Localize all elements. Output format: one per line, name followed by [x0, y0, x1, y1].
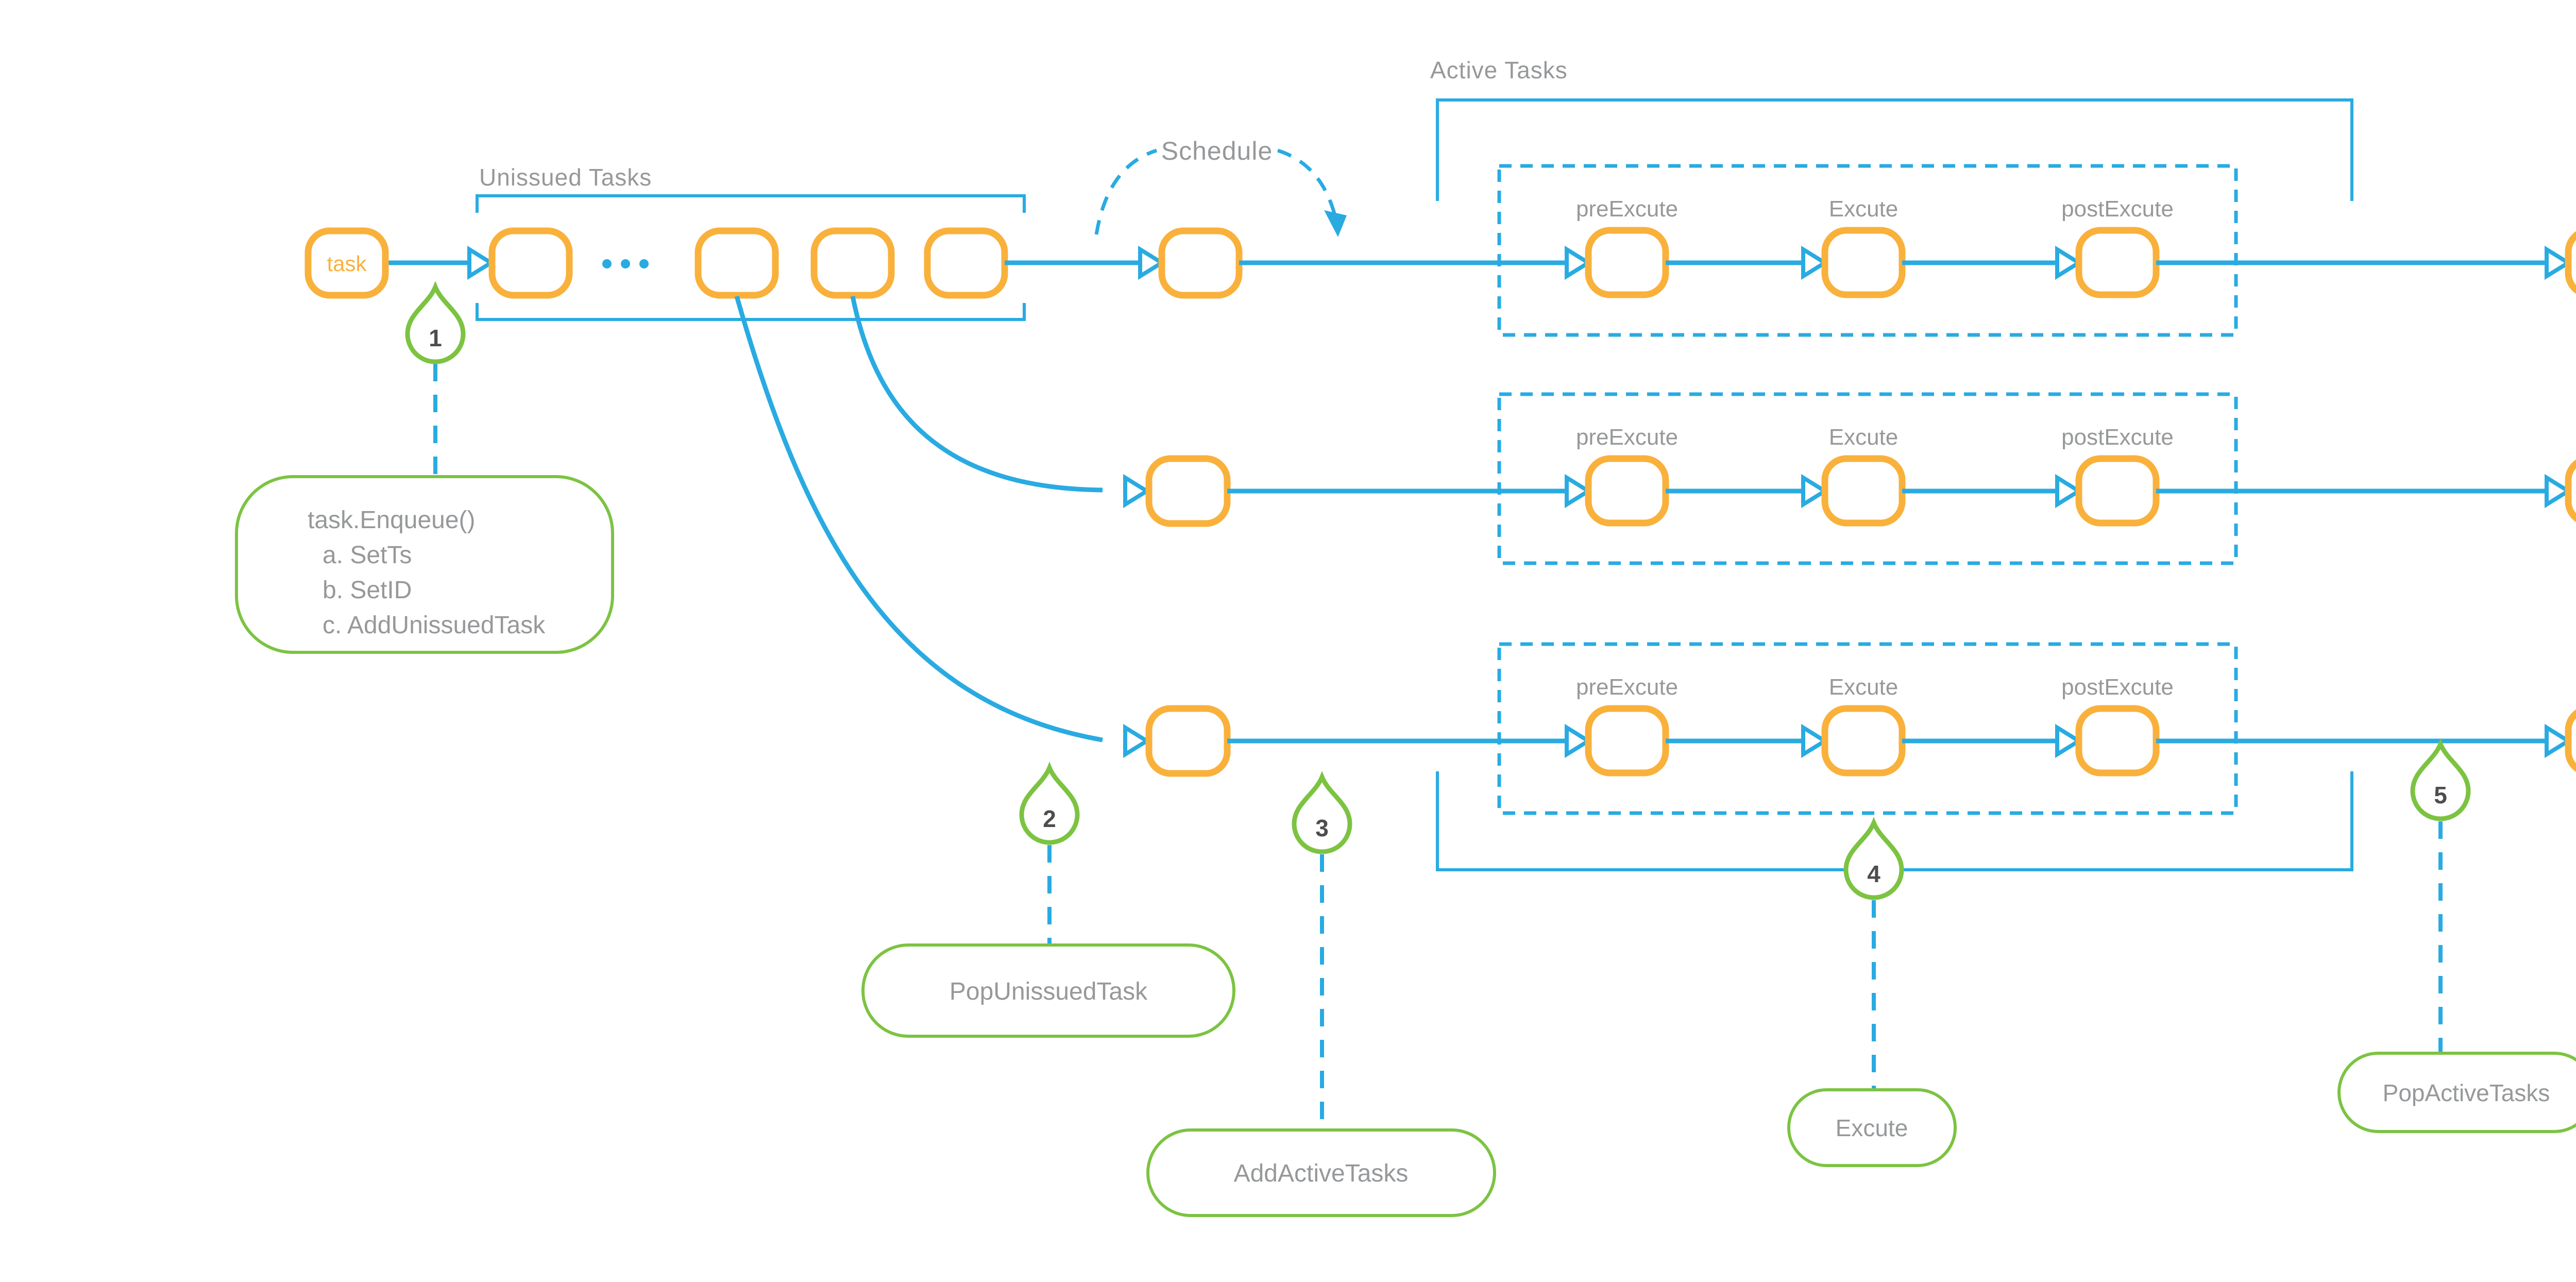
annotation-pop-active-box: [2337, 1052, 2576, 1133]
worker-row-3: preExcute Excute postExcute: [1227, 642, 2576, 815]
edge-queue-to-row3: [734, 295, 1103, 743]
pop-active-label: PopActiveTasks: [2383, 1079, 2550, 1106]
worker-row-2: preExcute Excute postExcute: [1227, 392, 2576, 565]
annotation-pop-unissued: PopUnissuedTask: [861, 943, 1235, 1038]
row3-postexcute-node: [2075, 705, 2160, 777]
enqueue-line-3: b. SetID: [323, 577, 412, 604]
annotation-pop-unissued-box: [861, 943, 1235, 1038]
annotation-add-active-box: [1146, 1128, 1496, 1217]
row2-arrowhead-pre: [1565, 474, 1592, 509]
task-node-label: task: [327, 251, 367, 276]
pin-2-number: 2: [1043, 805, 1056, 832]
row2-preexcute-label: preExcute: [1576, 425, 1678, 450]
pin-3: 3: [1292, 771, 1352, 854]
arrowhead-queue-in: [467, 245, 495, 280]
row1-final-node: [2565, 231, 2576, 294]
pin-4: 4: [1843, 817, 1904, 900]
unissued-node-1: [488, 227, 573, 299]
pin-1-number: 1: [429, 325, 442, 351]
row3-preexcute-node: [1585, 705, 1669, 777]
row1-dotted-box: [1497, 164, 2238, 337]
queue-ellipsis-dots: [602, 259, 649, 268]
row3-postexcute-label: postExcute: [2061, 674, 2174, 700]
schedule-arc-arrowhead: [1324, 210, 1347, 237]
pin-2: 2: [1019, 762, 1080, 845]
enqueue-line-1: task.Enqueue(): [308, 507, 476, 534]
row1-postexcute-node: [2075, 227, 2160, 298]
row2-final-node: [2565, 459, 2576, 522]
row3-scheduled-node: [1145, 705, 1231, 777]
annotation-excute-box: [1787, 1088, 1957, 1167]
arrowhead-schedule-in: [1138, 245, 1166, 280]
row2-postexcute-label: postExcute: [2061, 425, 2174, 450]
row3-excute-label: Excute: [1829, 674, 1899, 700]
row1-preexcute-label: preExcute: [1576, 196, 1678, 222]
row3-arrowhead-ex: [1801, 723, 1829, 758]
row3-dotted-box: [1497, 642, 2238, 815]
unissued-tasks-title: Unissued Tasks: [479, 164, 652, 191]
pin-5-number: 5: [2434, 782, 2447, 808]
row2-arrowhead-post: [2055, 474, 2083, 509]
row1-arrowhead-ex: [1801, 245, 1829, 280]
pin-1: 1: [405, 281, 466, 364]
pin-3-number: 3: [1315, 815, 1329, 841]
row2-dotted-box: [1497, 392, 2238, 565]
row1-excute-node: [1821, 227, 1906, 298]
annotation-excute: Excute: [1787, 1088, 1957, 1167]
arrowhead-row2-in: [1123, 474, 1151, 509]
row2-excute-label: Excute: [1829, 425, 1899, 450]
add-active-label: AddActiveTasks: [1234, 1160, 1409, 1187]
active-tasks-title: Active Tasks: [1430, 57, 1568, 83]
row3-arrowhead-final: [2545, 723, 2572, 758]
pop-unissued-label: PopUnissuedTask: [950, 978, 1148, 1005]
enqueue-line-2: a. SetTs: [323, 542, 412, 569]
pin-5: 5: [2410, 738, 2471, 821]
row2-excute-node: [1821, 455, 1906, 527]
edge-queue-to-row2: [850, 296, 1103, 493]
row2-scheduled-node: [1145, 455, 1231, 527]
enqueue-line-4: c. AddUnissuedTask: [323, 612, 546, 639]
annotation-pop-active: PopActiveTasks: [2337, 1052, 2576, 1133]
schedule-arc-right: [1277, 148, 1340, 230]
row3-arrowhead-pre: [1565, 723, 1592, 758]
active-bracket-top: [1436, 98, 2353, 201]
row3-arrowhead-post: [2055, 723, 2083, 758]
row3-preexcute-label: preExcute: [1576, 674, 1678, 700]
unissued-bracket-bottom: [476, 303, 1026, 321]
row1-excute-label: Excute: [1829, 196, 1899, 222]
annotation-add-active: AddActiveTasks: [1146, 1128, 1496, 1217]
unissued-node-4: [924, 227, 1008, 299]
schedule-arc-left: [1094, 148, 1158, 235]
row1-preexcute-node: [1585, 227, 1669, 298]
row1-arrowhead-post: [2055, 245, 2083, 280]
unissued-node-3: [810, 227, 895, 299]
row2-postexcute-node: [2075, 455, 2160, 527]
row1-arrowhead-final: [2545, 245, 2572, 280]
row2-arrowhead-final: [2545, 474, 2572, 509]
annotation-enqueue: task.Enqueue() a. SetTs b. SetID c. AddU…: [235, 475, 614, 654]
annotation-enqueue-box: [235, 475, 614, 654]
arrowhead-row3-in: [1123, 723, 1151, 758]
task-node: [304, 227, 389, 299]
schedule-title: Schedule: [1161, 137, 1273, 165]
unissued-node-2: [694, 227, 779, 299]
row2-preexcute-node: [1585, 455, 1669, 527]
row2-arrowhead-ex: [1801, 474, 1829, 509]
row1-arrowhead-pre: [1565, 245, 1592, 280]
worker-row-1: preExcute Excute postExcute: [1239, 164, 2576, 337]
row1-postexcute-label: postExcute: [2061, 196, 2174, 222]
pin-4-number: 4: [1867, 861, 1880, 887]
unissued-bracket-top: [476, 194, 1026, 213]
row3-final-node: [2565, 709, 2576, 772]
excute-label: Excute: [1836, 1115, 1908, 1141]
row3-excute-node: [1821, 705, 1906, 777]
schedule-node: [1158, 227, 1243, 299]
